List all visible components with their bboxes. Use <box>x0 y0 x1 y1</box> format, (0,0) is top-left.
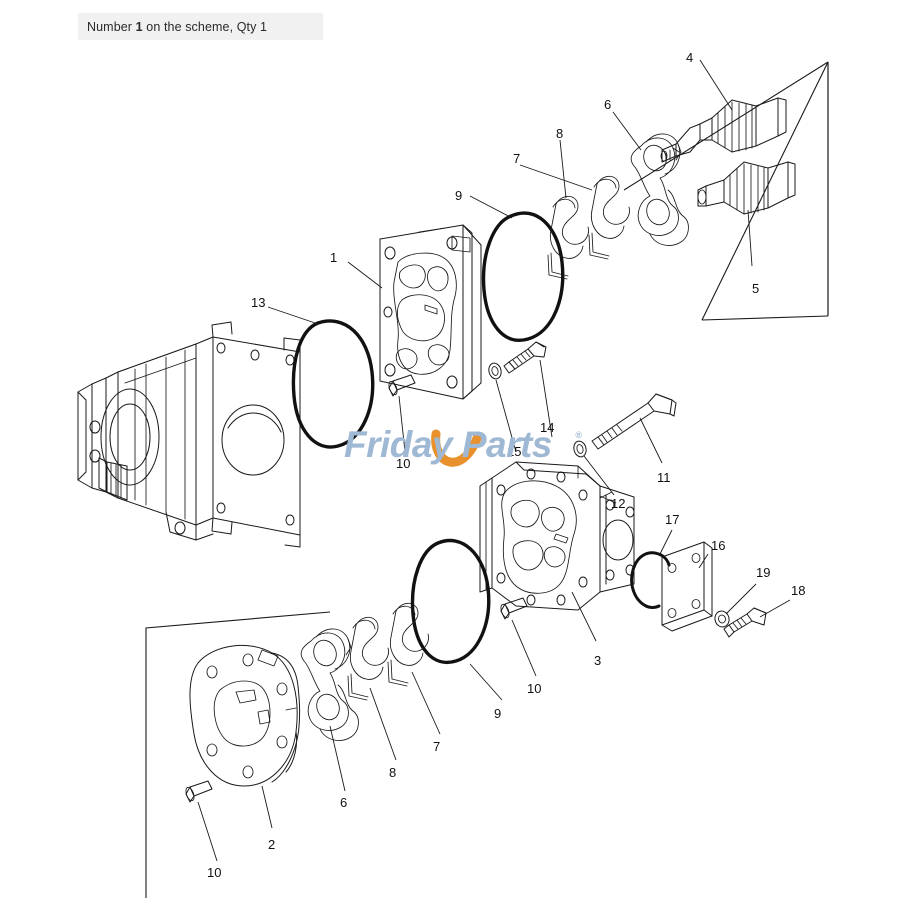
leader-18 <box>759 599 791 618</box>
leader-9-lower <box>469 663 503 701</box>
callout-12: 12 <box>611 496 626 511</box>
callout-4: 4 <box>686 50 694 65</box>
callout-10-bottom: 10 <box>207 865 222 880</box>
leader-2 <box>261 785 273 829</box>
figure-eight-seal-6-upper <box>630 133 689 246</box>
leader-12 <box>599 495 617 504</box>
end-flange-cover-2 <box>189 644 301 787</box>
leader-14 <box>539 359 553 438</box>
leader-17 <box>659 529 673 555</box>
leader-10-lower-right <box>511 619 537 677</box>
leader-1 <box>347 261 383 289</box>
callout-3: 3 <box>594 653 602 668</box>
leader-16 <box>698 553 709 569</box>
rear-cover-housing-3 <box>479 461 635 611</box>
bolt-18 <box>723 607 767 638</box>
leader-11 <box>639 417 663 464</box>
dowel-pin-10-lower-right <box>500 597 528 620</box>
leader-7-lower <box>411 671 441 735</box>
callout-14: 14 <box>540 420 555 435</box>
short-bolt-14 <box>503 341 547 374</box>
o-ring-9-lower <box>410 538 491 665</box>
dowel-pin-10-upper <box>388 374 416 397</box>
leader-3 <box>571 591 597 642</box>
leader-15-upper <box>495 379 517 453</box>
callout-6-lower: 6 <box>340 795 348 810</box>
callout-2: 2 <box>268 837 276 852</box>
callout-16: 16 <box>711 538 726 553</box>
callout-6: 6 <box>604 97 612 112</box>
bracket-gear-assembly <box>623 61 829 321</box>
leader-19 <box>725 583 757 615</box>
callout-1: 1 <box>330 250 338 265</box>
driven-gear-5 <box>697 161 796 215</box>
backup-ring-7-upper <box>588 175 630 260</box>
callout-19: 19 <box>756 565 771 580</box>
o-ring-9-upper <box>481 211 565 342</box>
backup-ring-8-upper <box>547 195 589 280</box>
scheme-number-label: Number 1 on the scheme, Qty 1 <box>78 13 323 40</box>
dowel-pin-10-bottom <box>185 780 213 803</box>
drive-gear-shaft-4 <box>660 97 787 163</box>
leader-10-upper <box>398 395 406 453</box>
cover-plate-16 <box>661 541 713 632</box>
callout-9-lower: 9 <box>494 706 502 721</box>
leader-8-upper <box>559 139 567 199</box>
pump-housing-body <box>77 321 301 548</box>
callout-11: 11 <box>657 470 671 485</box>
leader-5 <box>747 209 753 267</box>
callout-8: 8 <box>556 126 564 141</box>
callout-5: 5 <box>752 281 760 296</box>
callout-10: 10 <box>396 456 411 471</box>
callout-13: 13 <box>251 295 266 310</box>
leader-8-lower <box>369 687 397 761</box>
callout-15: 15 <box>507 444 522 459</box>
callout-8-lower: 8 <box>389 765 397 780</box>
o-ring-13 <box>291 319 375 449</box>
scheme-number-text: Number 1 on the scheme, Qty 1 <box>87 19 268 34</box>
callout-17: 17 <box>665 512 680 527</box>
center-plate-1 <box>379 224 482 400</box>
washer-19 <box>714 610 730 628</box>
leader-9-upper <box>469 195 513 219</box>
washer-lower-11 <box>573 440 587 458</box>
callout-10-right: 10 <box>527 681 542 696</box>
callout-7-lower: 7 <box>433 739 441 754</box>
figure-eight-seal-6-lower <box>300 628 359 741</box>
leader-6-lower <box>329 725 346 792</box>
long-bolt-11 <box>591 393 677 450</box>
bracket-lower-left <box>145 611 331 898</box>
callout-18: 18 <box>791 583 806 598</box>
backup-ring-8-lower <box>347 616 389 701</box>
leader-6-upper <box>612 111 642 151</box>
leader-4 <box>699 59 733 111</box>
leader-7-upper <box>519 164 593 191</box>
washer-15-upper <box>488 362 502 380</box>
c-seal-17 <box>630 551 671 609</box>
backup-ring-7-lower <box>387 602 429 687</box>
callout-9: 9 <box>455 188 463 203</box>
callout-7: 7 <box>513 151 521 166</box>
leader-13 <box>267 306 319 325</box>
leader-10-bottom <box>197 801 218 862</box>
